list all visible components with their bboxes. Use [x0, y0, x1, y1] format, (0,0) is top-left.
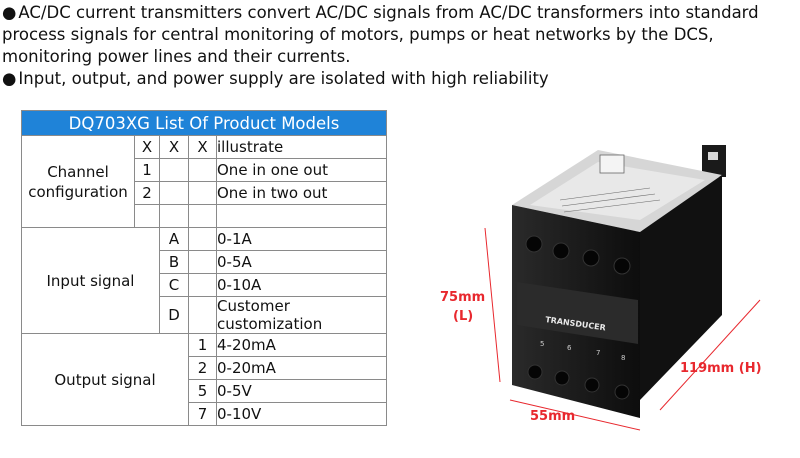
header-x-2: X [159, 135, 189, 159]
table-row: C 0-10A [22, 273, 387, 297]
side-face [640, 175, 722, 400]
table-row: Output signal 1 4-20mA [21, 333, 387, 426]
output-code: 7 [188, 402, 217, 426]
output-desc: 4-20mA [216, 333, 387, 357]
din-clip [702, 145, 726, 177]
output-code: 1 [188, 333, 217, 357]
input-code: C [159, 273, 189, 297]
terminal-number: 6 [567, 344, 572, 352]
channel-code: 1 [134, 158, 160, 182]
dim-line-l [484, 227, 501, 383]
output-desc: 0-5V [216, 379, 387, 403]
intro-line-2: process signals for central monitoring o… [2, 25, 714, 44]
table-row: 7 0-10V [22, 402, 387, 426]
table-title: DQ703XG List Of Product Models [21, 110, 387, 136]
output-signal-label: Output signal [21, 333, 189, 426]
intro-line-4: Input, output, and power supply are isol… [2, 68, 798, 90]
header-x-3: X [188, 135, 217, 159]
table-row: 5 0-5V [22, 379, 387, 403]
terminal-number: 5 [540, 340, 544, 348]
output-code: 5 [188, 379, 217, 403]
table-row: B 0-5A [22, 250, 387, 274]
transducer-product-image: TRANSDUCER 5 6 7 8 [484, 145, 761, 431]
output-code: 2 [188, 356, 217, 380]
input-desc: Customer customization [216, 296, 387, 334]
channel-config-label: Channel configuration [21, 135, 135, 228]
output-desc: 0-20mA [216, 356, 387, 380]
dim-line-h [659, 299, 761, 411]
output-desc: 0-10V [216, 402, 387, 426]
product-models-table: DQ703XG List Of Product Models Channel c… [21, 110, 387, 426]
input-code: B [159, 250, 189, 274]
table-row: 1 One in one out [22, 158, 387, 182]
input-code: A [159, 227, 189, 251]
intro-line-1: AC/DC current transmitters convert AC/DC… [2, 2, 798, 24]
dim-length: 75mm [440, 290, 486, 305]
header-illustrate: illustrate [216, 135, 387, 159]
table-row: Channel configuration X X X illustrate [21, 135, 387, 228]
input-desc: 0-10A [216, 273, 387, 297]
header-x-1: X [134, 135, 160, 159]
input-signal-label: Input signal [21, 227, 160, 334]
input-desc: 0-5A [216, 250, 387, 274]
terminal-number: 7 [596, 349, 600, 357]
dim-length-tag: (L) [453, 309, 474, 324]
dim-line-w [509, 399, 641, 431]
front-plate [517, 282, 638, 344]
table-row [22, 204, 387, 228]
table-row: Input signal A 0-1A [21, 227, 387, 334]
input-code: D [159, 296, 189, 334]
channel-desc: One in one out [216, 158, 387, 182]
table-row: D Customer customization [22, 296, 387, 334]
intro-line-3: monitoring power lines and their current… [2, 47, 351, 66]
intro-text: AC/DC current transmitters convert AC/DC… [2, 2, 798, 90]
mini-label [599, 154, 625, 174]
input-desc: 0-1A [216, 227, 387, 251]
channel-desc: One in two out [216, 181, 387, 205]
terminal-number: 8 [621, 354, 625, 362]
dim-height: 119mm (H) [680, 361, 762, 376]
channel-code: 2 [134, 181, 160, 205]
dim-width: 55mm [530, 409, 576, 424]
